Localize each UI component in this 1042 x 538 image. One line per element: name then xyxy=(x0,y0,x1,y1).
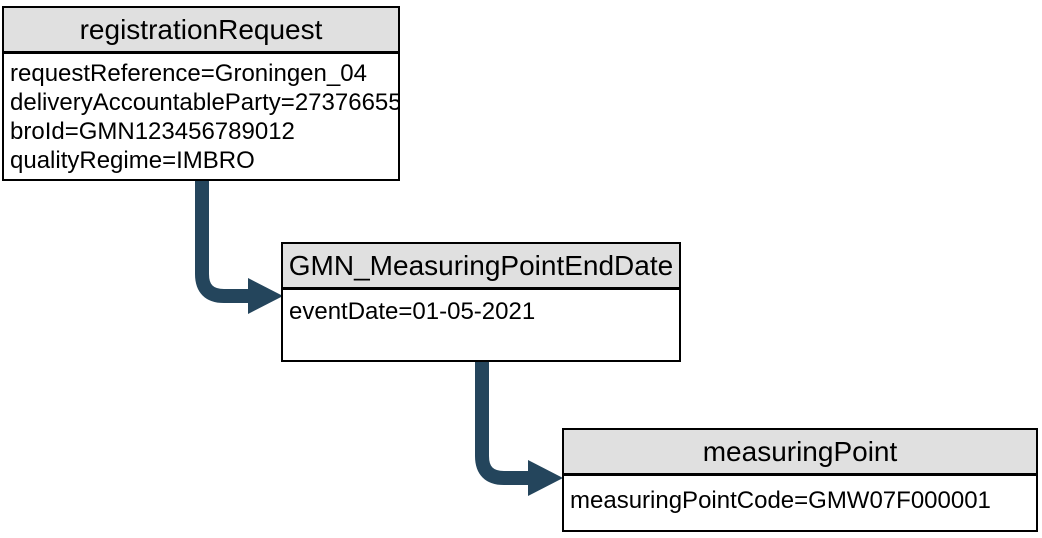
attribute-line: broId=GMN123456789012 xyxy=(10,118,295,145)
node-attributes: measuringPointCode=GMW07F000001 xyxy=(564,476,1036,515)
arrow-shaft xyxy=(195,181,248,303)
attribute-line: qualityRegime=IMBRO xyxy=(10,147,255,174)
node-registration-request: registrationRequest requestReference=Gro… xyxy=(2,6,400,181)
attribute-line: measuringPointCode=GMW07F000001 xyxy=(570,487,991,514)
attribute-line: deliveryAccountableParty=27376655 xyxy=(10,89,398,116)
attribute-line: requestReference=Groningen_04 xyxy=(10,60,367,87)
arrow-head-icon xyxy=(528,460,563,496)
node-title: registrationRequest xyxy=(4,8,398,54)
arrow-head-icon xyxy=(248,278,283,314)
node-attributes: eventDate=01-05-2021 xyxy=(283,290,679,326)
node-measuring-point: measuringPoint measuringPointCode=GMW07F… xyxy=(562,428,1038,532)
connector-arrow-2 xyxy=(475,361,563,496)
arrow-shaft xyxy=(475,361,528,485)
attribute-line: eventDate=01-05-2021 xyxy=(289,298,536,325)
connector-arrow-1 xyxy=(195,181,283,314)
node-title: measuringPoint xyxy=(564,430,1036,476)
node-attributes: requestReference=Groningen_04 deliveryAc… xyxy=(4,54,398,175)
node-title: GMN_MeasuringPointEndDate xyxy=(283,244,679,290)
node-gmn-measuring-point-end-date: GMN_MeasuringPointEndDate eventDate=01-0… xyxy=(281,242,681,362)
